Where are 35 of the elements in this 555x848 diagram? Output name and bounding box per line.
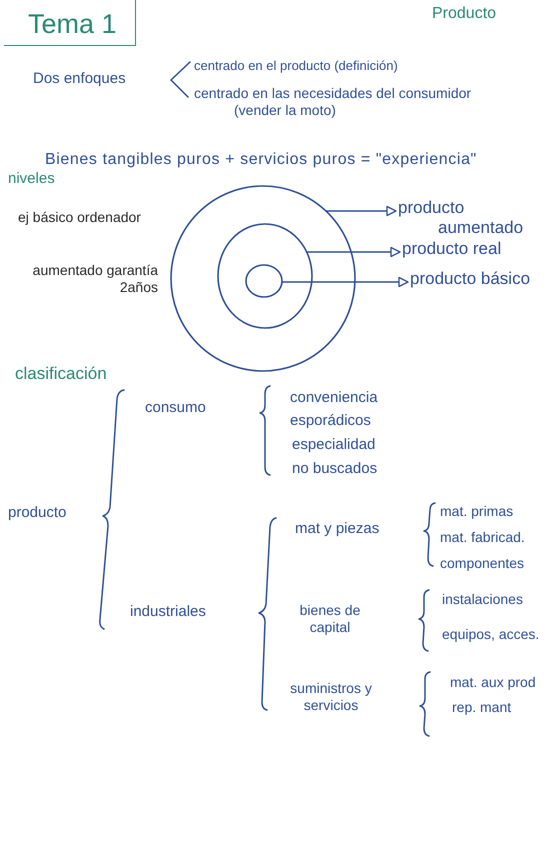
note-text: equipos, acces. — [442, 626, 540, 643]
level-label: producto básico — [410, 269, 550, 290]
note-text: niveles — [8, 170, 55, 188]
note-text: Producto — [432, 4, 496, 24]
inner-circle — [245, 264, 283, 298]
note-text: bienes de capital — [298, 602, 362, 636]
note-text: Bienes tangibles puros + servicios puros = "experiencia" — [45, 150, 477, 170]
note-text: mat y piezas — [295, 520, 380, 538]
note-text: ej básico ordenador — [18, 209, 141, 226]
note-text: aumentado garantía 2años — [32, 262, 158, 296]
arrow — [282, 276, 409, 288]
note-text: producto — [8, 504, 66, 522]
note-text: centrado en el producto (definición) — [194, 58, 398, 74]
note-text: industriales — [130, 603, 206, 621]
outer-circle — [170, 185, 356, 372]
page-title: Tema 1 — [4, 0, 136, 46]
note-text: Dos enfoques — [33, 70, 126, 88]
note-text: componentes — [440, 555, 524, 572]
note-text: rep. mant — [452, 699, 512, 716]
note-text: mat. aux prod — [450, 674, 536, 691]
middle-circle — [217, 223, 313, 329]
level-label: producto real — [402, 239, 542, 260]
note-text: suministros y servicios — [289, 680, 373, 714]
note-text: no buscados — [292, 460, 378, 478]
note-text: mat. primas — [440, 503, 514, 520]
note-text: mat. fabricad. — [440, 529, 525, 546]
note-text: consumo — [145, 399, 206, 417]
note-text: especialidad — [292, 436, 376, 454]
note-text: conveniencia — [290, 389, 378, 407]
note-text: esporádicos — [290, 412, 371, 430]
arrow — [326, 206, 397, 216]
note-text: instalaciones — [442, 591, 523, 608]
note-text: centrado en las necesidades del consumidor (vender la moto) — [194, 85, 472, 119]
arrow — [306, 246, 401, 258]
note-text: clasificación — [15, 364, 107, 384]
